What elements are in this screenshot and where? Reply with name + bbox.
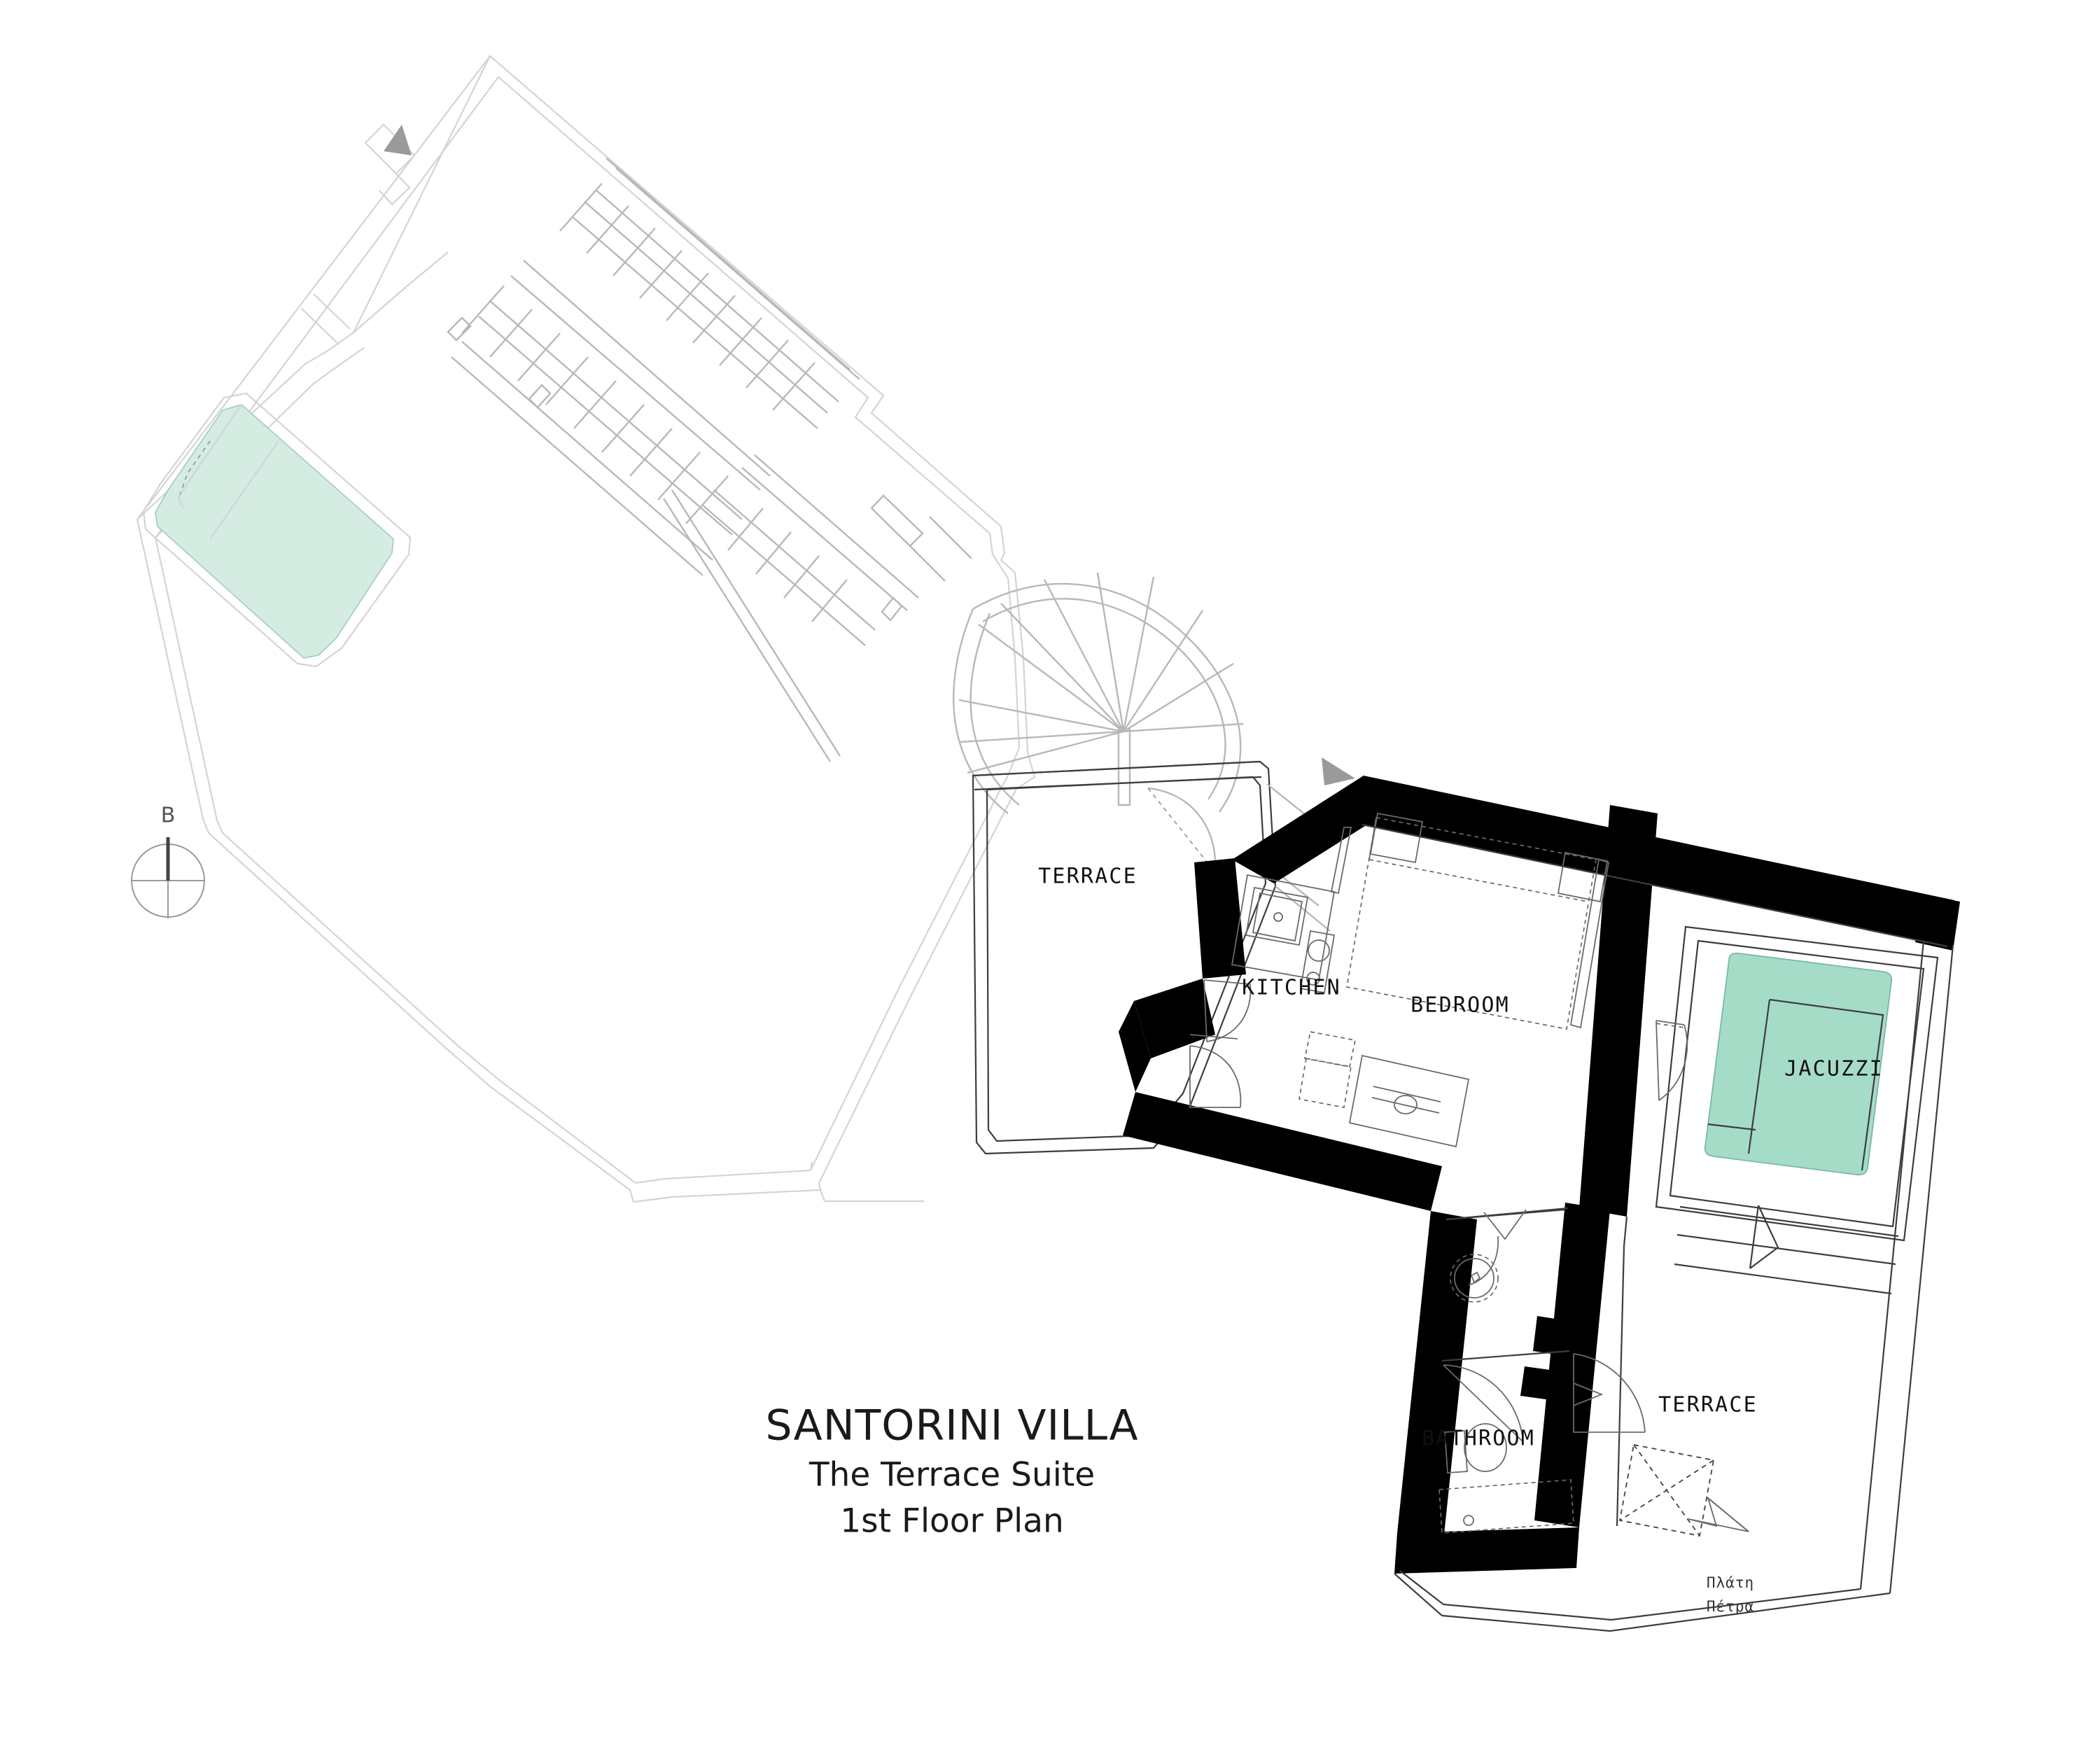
- compass-rose: B: [131, 804, 205, 918]
- jacuzzi-door: [1656, 1020, 1688, 1101]
- plan-title: SANTORINI VILLA: [765, 1401, 1138, 1450]
- kitchen-room: KITCHEN: [1189, 874, 1341, 1108]
- terrace-lower-room: TERRACE Πλάτη Πέτρα: [1618, 1393, 1758, 1615]
- bathroom-door-upper: [1443, 1364, 1524, 1443]
- counter-basin: [1348, 1054, 1470, 1148]
- terrace-lower-label: TERRACE: [1658, 1393, 1758, 1418]
- bedroom-label: BEDROOM: [1410, 993, 1510, 1018]
- direction-marker-upper: [384, 125, 412, 155]
- plan-subtitle-floor: 1st Floor Plan: [840, 1502, 1064, 1541]
- terrace-table: [1618, 1443, 1715, 1537]
- title-block: SANTORINI VILLA The Terrace Suite 1st Fl…: [765, 1401, 1138, 1541]
- kitchen-stove: [1299, 930, 1336, 994]
- kitchen-sink: [1245, 886, 1309, 946]
- building-walls: [1119, 776, 1960, 1574]
- plan-subtitle-suite: The Terrace Suite: [808, 1456, 1095, 1494]
- stone-note-line-1: Πλάτη: [1707, 1574, 1754, 1591]
- direction-marker-entrance: [1322, 757, 1355, 785]
- bedroom-room: BEDROOM: [1298, 812, 1948, 1148]
- wash-basin: [1450, 1236, 1499, 1303]
- spiral-staircase: [870, 494, 1244, 814]
- bathroom-label: BATHROOM: [1422, 1427, 1535, 1451]
- bathroom-room: BATHROOM: [1422, 1207, 1646, 1534]
- compass-label: B: [161, 804, 176, 828]
- swimming-pool: [142, 392, 412, 668]
- toilet: [1444, 1423, 1507, 1474]
- bathroom-door-lower: [1573, 1353, 1646, 1433]
- stepped-walkway: [447, 158, 919, 762]
- shower-tray: [1438, 1479, 1574, 1534]
- nightstand-left: [1369, 812, 1424, 864]
- nightstand-right: [1557, 851, 1609, 903]
- jacuzzi-label: JACUZZI: [1784, 1057, 1884, 1082]
- kitchen-door-upper: [1203, 979, 1252, 1042]
- jacuzzi-room: JACUZZI: [1655, 925, 1939, 1295]
- bedroom-door: [1330, 827, 1352, 895]
- terrace-upper-label: TERRACE: [1038, 864, 1138, 889]
- stone-note-line-2: Πέτρα: [1707, 1598, 1754, 1615]
- jacuzzi-steps: [1674, 1205, 1899, 1295]
- cabinet-units: [1298, 1031, 1357, 1108]
- jacuzzi-tub: [1704, 952, 1893, 1176]
- kitchen-door-lower: [1189, 1045, 1242, 1108]
- kitchen-label: KITCHEN: [1242, 976, 1341, 1000]
